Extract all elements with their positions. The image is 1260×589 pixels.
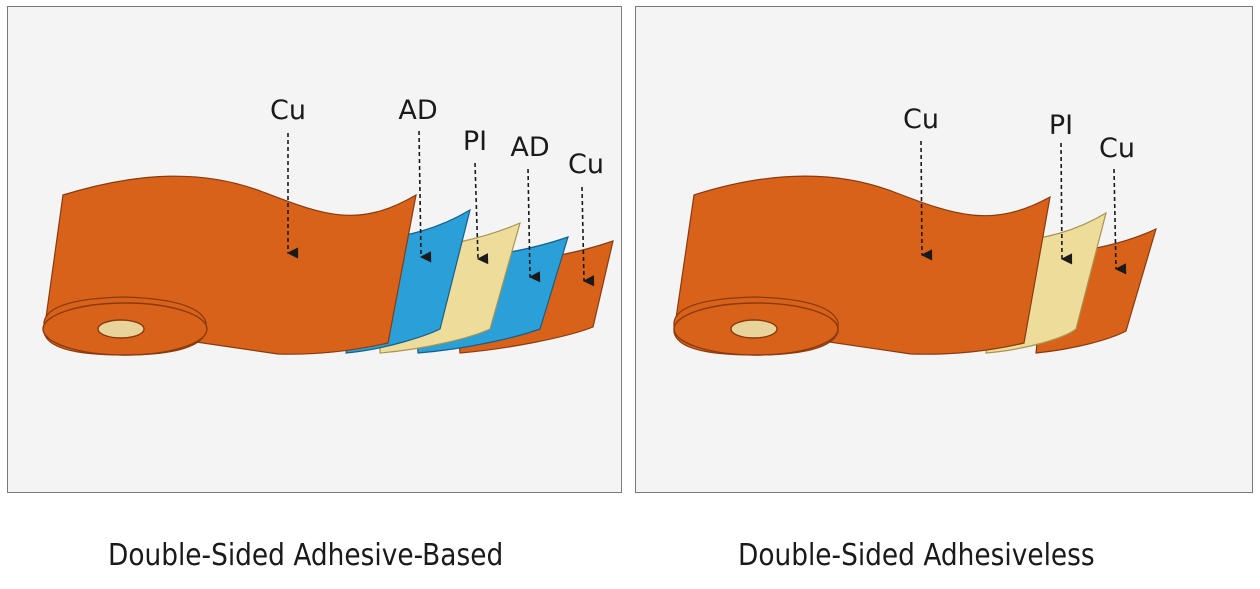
arrow-pi — [1060, 142, 1073, 265]
arrow-pi — [474, 162, 489, 265]
label-ad-1: AD — [398, 95, 437, 126]
label-pi: PI — [1049, 110, 1073, 141]
arrow-cu-back — [581, 186, 595, 287]
roll-core — [97, 319, 145, 339]
label-pi: PI — [463, 126, 487, 157]
label-cu-main: Cu — [903, 104, 939, 135]
roll-core — [730, 319, 778, 339]
diagram-panel-adhesive-based: Cu AD PI AD Cu — [7, 6, 622, 493]
caption-adhesiveless: Double-Sided Adhesiveless — [738, 538, 1095, 573]
laminate-diagram-adhesive-based: Cu AD PI AD Cu — [42, 95, 614, 356]
caption-adhesive-based: Double-Sided Adhesive-Based — [108, 538, 504, 573]
label-cu-main: Cu — [270, 95, 306, 126]
label-cu-back: Cu — [1099, 133, 1135, 164]
arrow-ad-1 — [418, 130, 432, 263]
laminate-diagram-adhesiveless: Cu PI Cu — [673, 104, 1157, 356]
label-cu-back: Cu — [568, 149, 604, 180]
label-ad-2: AD — [510, 132, 549, 163]
diagram-panel-adhesiveless: Cu PI Cu — [635, 6, 1253, 493]
arrow-cu-main — [920, 140, 933, 261]
arrow-cu-back — [1113, 168, 1127, 275]
